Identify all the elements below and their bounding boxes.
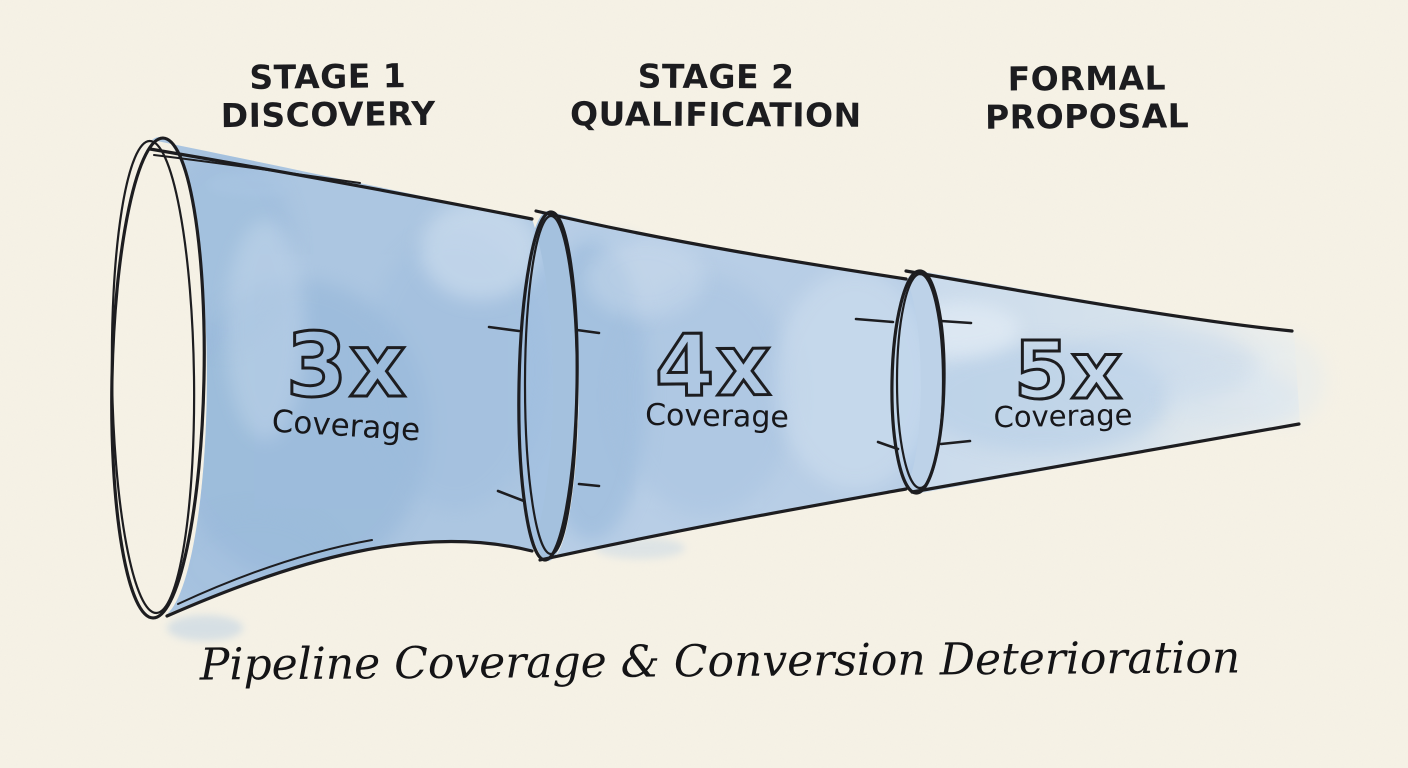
funnel-1-top-edge-sketch [153,154,361,184]
ink-outlines [110,136,1301,620]
diagram-title: Pipeline Coverage & Conversion Deteriora… [199,632,1241,691]
funnel-1-bottom-edge [165,539,534,618]
joint-2-sketch-ticks [854,317,973,451]
funnel-3-mouth-rim-sketch [895,272,945,490]
funnel-3-body [920,271,1325,493]
joint-1-sketch-ticks [487,325,601,503]
funnel-1-mouth-rim-sketch [110,139,196,615]
stage-3-coverage-label: Coverage [993,397,1133,435]
funnel-2-mouth-rim-sketch [523,214,579,556]
stage-2-header: STAGE 2 QUALIFICATION [569,56,862,135]
funnel-1-top-edge [148,147,534,221]
stage-2-coverage-label: Coverage [644,397,790,436]
funnel-3-top-edge [904,269,1294,333]
stage-1-multiplier: 3x [285,314,408,417]
funnel-2-top-edge [534,209,908,281]
stage-2-multiplier: 4x [653,315,775,418]
stage-3-multiplier: 5x [1013,325,1124,417]
funnel-3-bottom-edge [910,422,1301,494]
funnel-1-bottom-edge-sketch [177,539,373,605]
stage-3-header: FORMAL PROPOSAL [984,58,1190,137]
stage-1-header: STAGE 1 DISCOVERY [220,56,436,136]
funnel-2-bottom-edge [538,487,908,562]
